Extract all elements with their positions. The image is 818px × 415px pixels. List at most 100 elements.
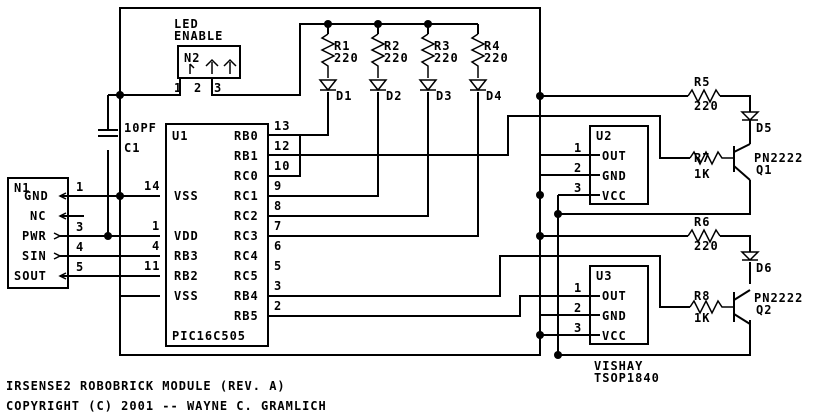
junctions [104,20,562,359]
sensor-u2-vcc: VCC [602,189,627,203]
led-enable-pin1: 1 [174,81,182,95]
copyright: COPYRIGHT (C) 2001 -- WAYNE C. GRAMLICH [6,399,327,413]
resistor-r1-ref: R1 [334,39,350,53]
mcu-right-pin-rc1: RC1 [234,189,259,203]
mcu-ref: U1 [172,129,188,143]
mcu-right-num-2: 2 [274,299,282,313]
capacitor-c1: 10PF C1 [98,121,157,155]
mcu-left-num-14: 14 [144,179,160,193]
led-d4: D4 [486,89,502,103]
connector-num-5: 5 [76,260,84,274]
led-d3: D3 [436,89,452,103]
sensor-u2-out: OUT [602,149,627,163]
connector-pin-nc: NC [30,209,46,223]
sensor-u3-vcc: VCC [602,329,627,343]
mcu-right-num-13: 13 [274,119,290,133]
sensor-u3-ref: U3 [596,269,612,283]
connector-pin-gnd: GND [24,189,49,203]
mcu-left-num-4: 4 [152,239,160,253]
mcu-right-num-3: 3 [274,279,282,293]
connector-pin-sout: SOUT [14,269,47,283]
sensor-u2-num1: 1 [574,141,582,155]
mcu-right-num-5: 5 [274,259,282,273]
led-enable-line1: LED [174,17,199,31]
vendor-label: VISHAY [594,359,643,373]
sensor-u3-num3: 3 [574,321,582,335]
mcu-right-pin-rc5: RC5 [234,269,259,283]
led-d5: D5 [756,121,772,135]
sensor-u2-gnd: GND [602,169,627,183]
resistor-r2-ref: R2 [384,39,400,53]
mcu-right-num-8: 8 [274,199,282,213]
resistor-r8-ref: R8 [694,289,710,303]
led-enable-jumper: LED ENABLE N2 1 2 3 [174,17,241,95]
connector-n1: N1 GND NC PWR SIN SOUT 1 3 4 5 [7,177,84,289]
led-d6: D6 [756,261,772,275]
connector-pin-sin: SIN [22,249,47,263]
transistor-q1-ref: Q1 [756,163,772,177]
mcu-left-pin-vss2: VSS [174,289,199,303]
mcu-left-num-1: 1 [152,219,160,233]
mcu-left-pin-rb3: RB3 [174,249,199,263]
mcu-right-pin-rc2: RC2 [234,209,259,223]
mcu-left-pin-vdd: VDD [174,229,199,243]
mcu-right-num-10: 10 [274,159,290,173]
capacitor-value: 10PF [124,121,157,135]
resistor-r7-value: 1K [694,167,710,181]
sensor-u3: U3 OUT GND VCC 1 2 3 [574,265,649,345]
resistor-r7-ref: R7 [694,151,710,165]
led-enable-ref: N2 [184,51,200,65]
sensor-u2-ref: U2 [596,129,612,143]
mcu-right-pin-rb4: RB4 [234,289,259,303]
resistor-r1-value: 220 [334,51,359,65]
sensor-u3-gnd: GND [602,309,627,323]
connector-num-3: 3 [76,220,84,234]
connector-ref: N1 [14,181,30,195]
connector-num-4: 4 [76,240,84,254]
sensor-u3-num2: 2 [574,301,582,315]
led-enable-line2: ENABLE [174,29,223,43]
sensor-u2-num3: 3 [574,181,582,195]
mcu-right-pin-rc4: RC4 [234,249,259,263]
mcu-left-pin-vss: VSS [174,189,199,203]
mcu-right-num-6: 6 [274,239,282,253]
resistor-r6-value: 220 [694,239,719,253]
sensor-u3-out: OUT [602,289,627,303]
schematic-title: IRSENSE2 ROBOBRICK MODULE (REV. A) [6,379,286,393]
mcu-u1: U1 PIC16C505 VSS VDD RB3 RB2 VSS 14 1 4 … [144,119,290,347]
resistor-r4-value: 220 [484,51,509,65]
connector-pin-pwr: PWR [22,229,47,243]
mcu-right-num-9: 9 [274,179,282,193]
mcu-right-pin-rb1: RB1 [234,149,259,163]
ir-emitter-1: R5 220 D5 R7 1K PN2222 Q1 [687,75,803,181]
led-enable-pin2: 2 [194,81,202,95]
sensor-u3-num1: 1 [574,281,582,295]
mcu-left-num-11: 11 [144,259,160,273]
sensor-u2: U2 OUT GND VCC 1 2 3 [574,125,649,205]
mcu-right-num-7: 7 [274,219,282,233]
resistor-r5-ref: R5 [694,75,710,89]
mcu-right-pin-rc3: RC3 [234,229,259,243]
mcu-right-pin-rb0: RB0 [234,129,259,143]
mcu-part: PIC16C505 [172,329,246,343]
resistor-r8-value: 1K [694,311,710,325]
transistor-q1-part: PN2222 [754,151,803,165]
vendor-part: TSOP1840 [594,371,660,385]
resistor-r5-value: 220 [694,99,719,113]
transistor-q2-part: PN2222 [754,291,803,305]
resistor-r2-value: 220 [384,51,409,65]
resistor-r3-ref: R3 [434,39,450,53]
wires [60,7,751,356]
sensor-u2-num2: 2 [574,161,582,175]
led-d2: D2 [386,89,402,103]
ir-emitter-2: R6 220 D6 R8 1K PN2222 Q2 [687,215,803,325]
led-d1: D1 [336,89,352,103]
mcu-right-pin-rc0: RC0 [234,169,259,183]
capacitor-ref: C1 [124,141,140,155]
transistor-q2-ref: Q2 [756,303,772,317]
resistor-r3-value: 220 [434,51,459,65]
resistor-r6-ref: R6 [694,215,710,229]
connector-num-1: 1 [76,180,84,194]
mcu-left-pin-rb2: RB2 [174,269,199,283]
